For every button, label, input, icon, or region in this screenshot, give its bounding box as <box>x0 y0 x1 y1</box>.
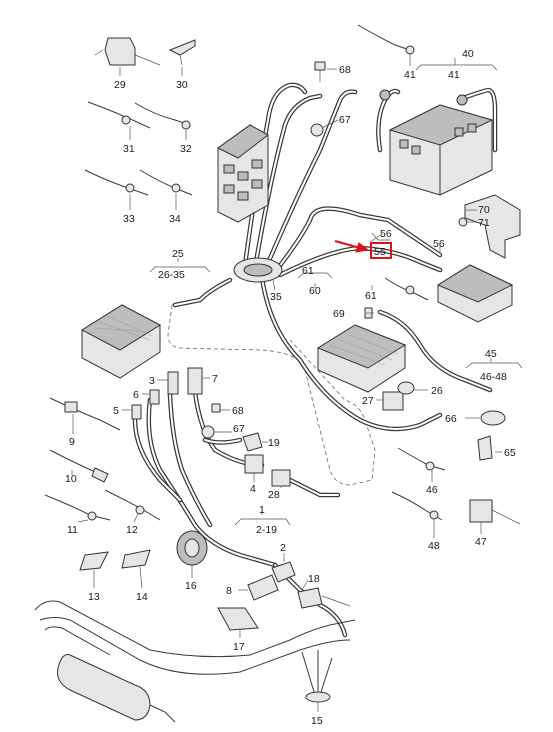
callout-61: 61 <box>302 265 314 277</box>
callout-16: 16 <box>185 580 197 592</box>
callout-68: 68 <box>339 64 351 76</box>
callout-47: 47 <box>475 536 487 548</box>
callout-9: 9 <box>69 436 75 448</box>
callout-26-35: 26-35 <box>158 269 185 281</box>
callout-17: 17 <box>233 641 245 653</box>
callout-70: 70 <box>478 204 490 216</box>
highlight-box <box>370 242 392 259</box>
callout-61: 61 <box>365 290 377 302</box>
control-unit-upper-right <box>436 264 514 323</box>
callout-34: 34 <box>169 213 181 225</box>
highlighted-callout-55: 55 <box>334 239 392 259</box>
engine-wiring-harness <box>132 389 348 638</box>
callout-29: 29 <box>114 79 126 91</box>
callout-71: 71 <box>478 217 490 229</box>
callout-10: 10 <box>65 473 77 485</box>
callout-31: 31 <box>123 143 135 155</box>
callout-labels: 29 30 68 41 40 41 31 32 67 33 34 70 71 5… <box>65 48 516 727</box>
bracket-70 <box>464 194 521 259</box>
control-unit-left <box>80 304 162 379</box>
grommet-35 <box>233 257 283 283</box>
callout-41: 41 <box>404 69 416 81</box>
small-parts <box>44 24 521 703</box>
callout-32: 32 <box>180 143 192 155</box>
callout-30: 30 <box>176 79 188 91</box>
callout-2: 2 <box>280 542 286 554</box>
callout-25: 25 <box>172 248 184 260</box>
grommet-16 <box>176 530 208 566</box>
callout-65: 65 <box>504 447 516 459</box>
callout-19: 19 <box>268 437 280 449</box>
callout-27: 27 <box>362 395 374 407</box>
callout-48: 48 <box>428 540 440 552</box>
callout-45: 45 <box>485 348 497 360</box>
callout-68: 68 <box>232 405 244 417</box>
callout-12: 12 <box>126 524 138 536</box>
callout-69: 69 <box>333 308 345 320</box>
callout-4: 4 <box>250 483 256 495</box>
callout-67: 67 <box>339 114 351 126</box>
callout-15: 15 <box>311 715 323 727</box>
red-arrow-icon <box>355 242 370 253</box>
callout-33: 33 <box>123 213 135 225</box>
callout-55: 55 <box>374 246 386 258</box>
callout-2-19: 2-19 <box>256 524 277 536</box>
callout-67: 67 <box>233 423 245 435</box>
callout-3: 3 <box>149 375 155 387</box>
callout-56: 56 <box>380 228 392 240</box>
callout-41: 41 <box>448 69 460 81</box>
control-unit-center <box>316 324 407 393</box>
callout-28: 28 <box>268 489 280 501</box>
callout-60: 60 <box>309 285 321 297</box>
callout-8: 8 <box>226 585 232 597</box>
callout-46: 46 <box>426 484 438 496</box>
callout-13: 13 <box>88 591 100 603</box>
heater-assembly <box>34 600 356 723</box>
fuse-box <box>217 124 269 223</box>
callout-1: 1 <box>259 504 265 516</box>
callout-5: 5 <box>113 405 119 417</box>
battery-40 <box>379 89 494 196</box>
callout-66: 66 <box>445 413 457 425</box>
callout-40: 40 <box>462 48 474 60</box>
callout-18: 18 <box>308 573 320 585</box>
callout-35: 35 <box>270 291 282 303</box>
callout-7: 7 <box>212 373 218 385</box>
leader-lines <box>71 54 523 712</box>
callout-46-48: 46-48 <box>480 371 507 383</box>
callout-26: 26 <box>431 385 443 397</box>
callout-14: 14 <box>136 591 148 603</box>
callout-11: 11 <box>67 524 78 536</box>
callout-56: 56 <box>433 238 445 250</box>
callout-6: 6 <box>133 389 139 401</box>
